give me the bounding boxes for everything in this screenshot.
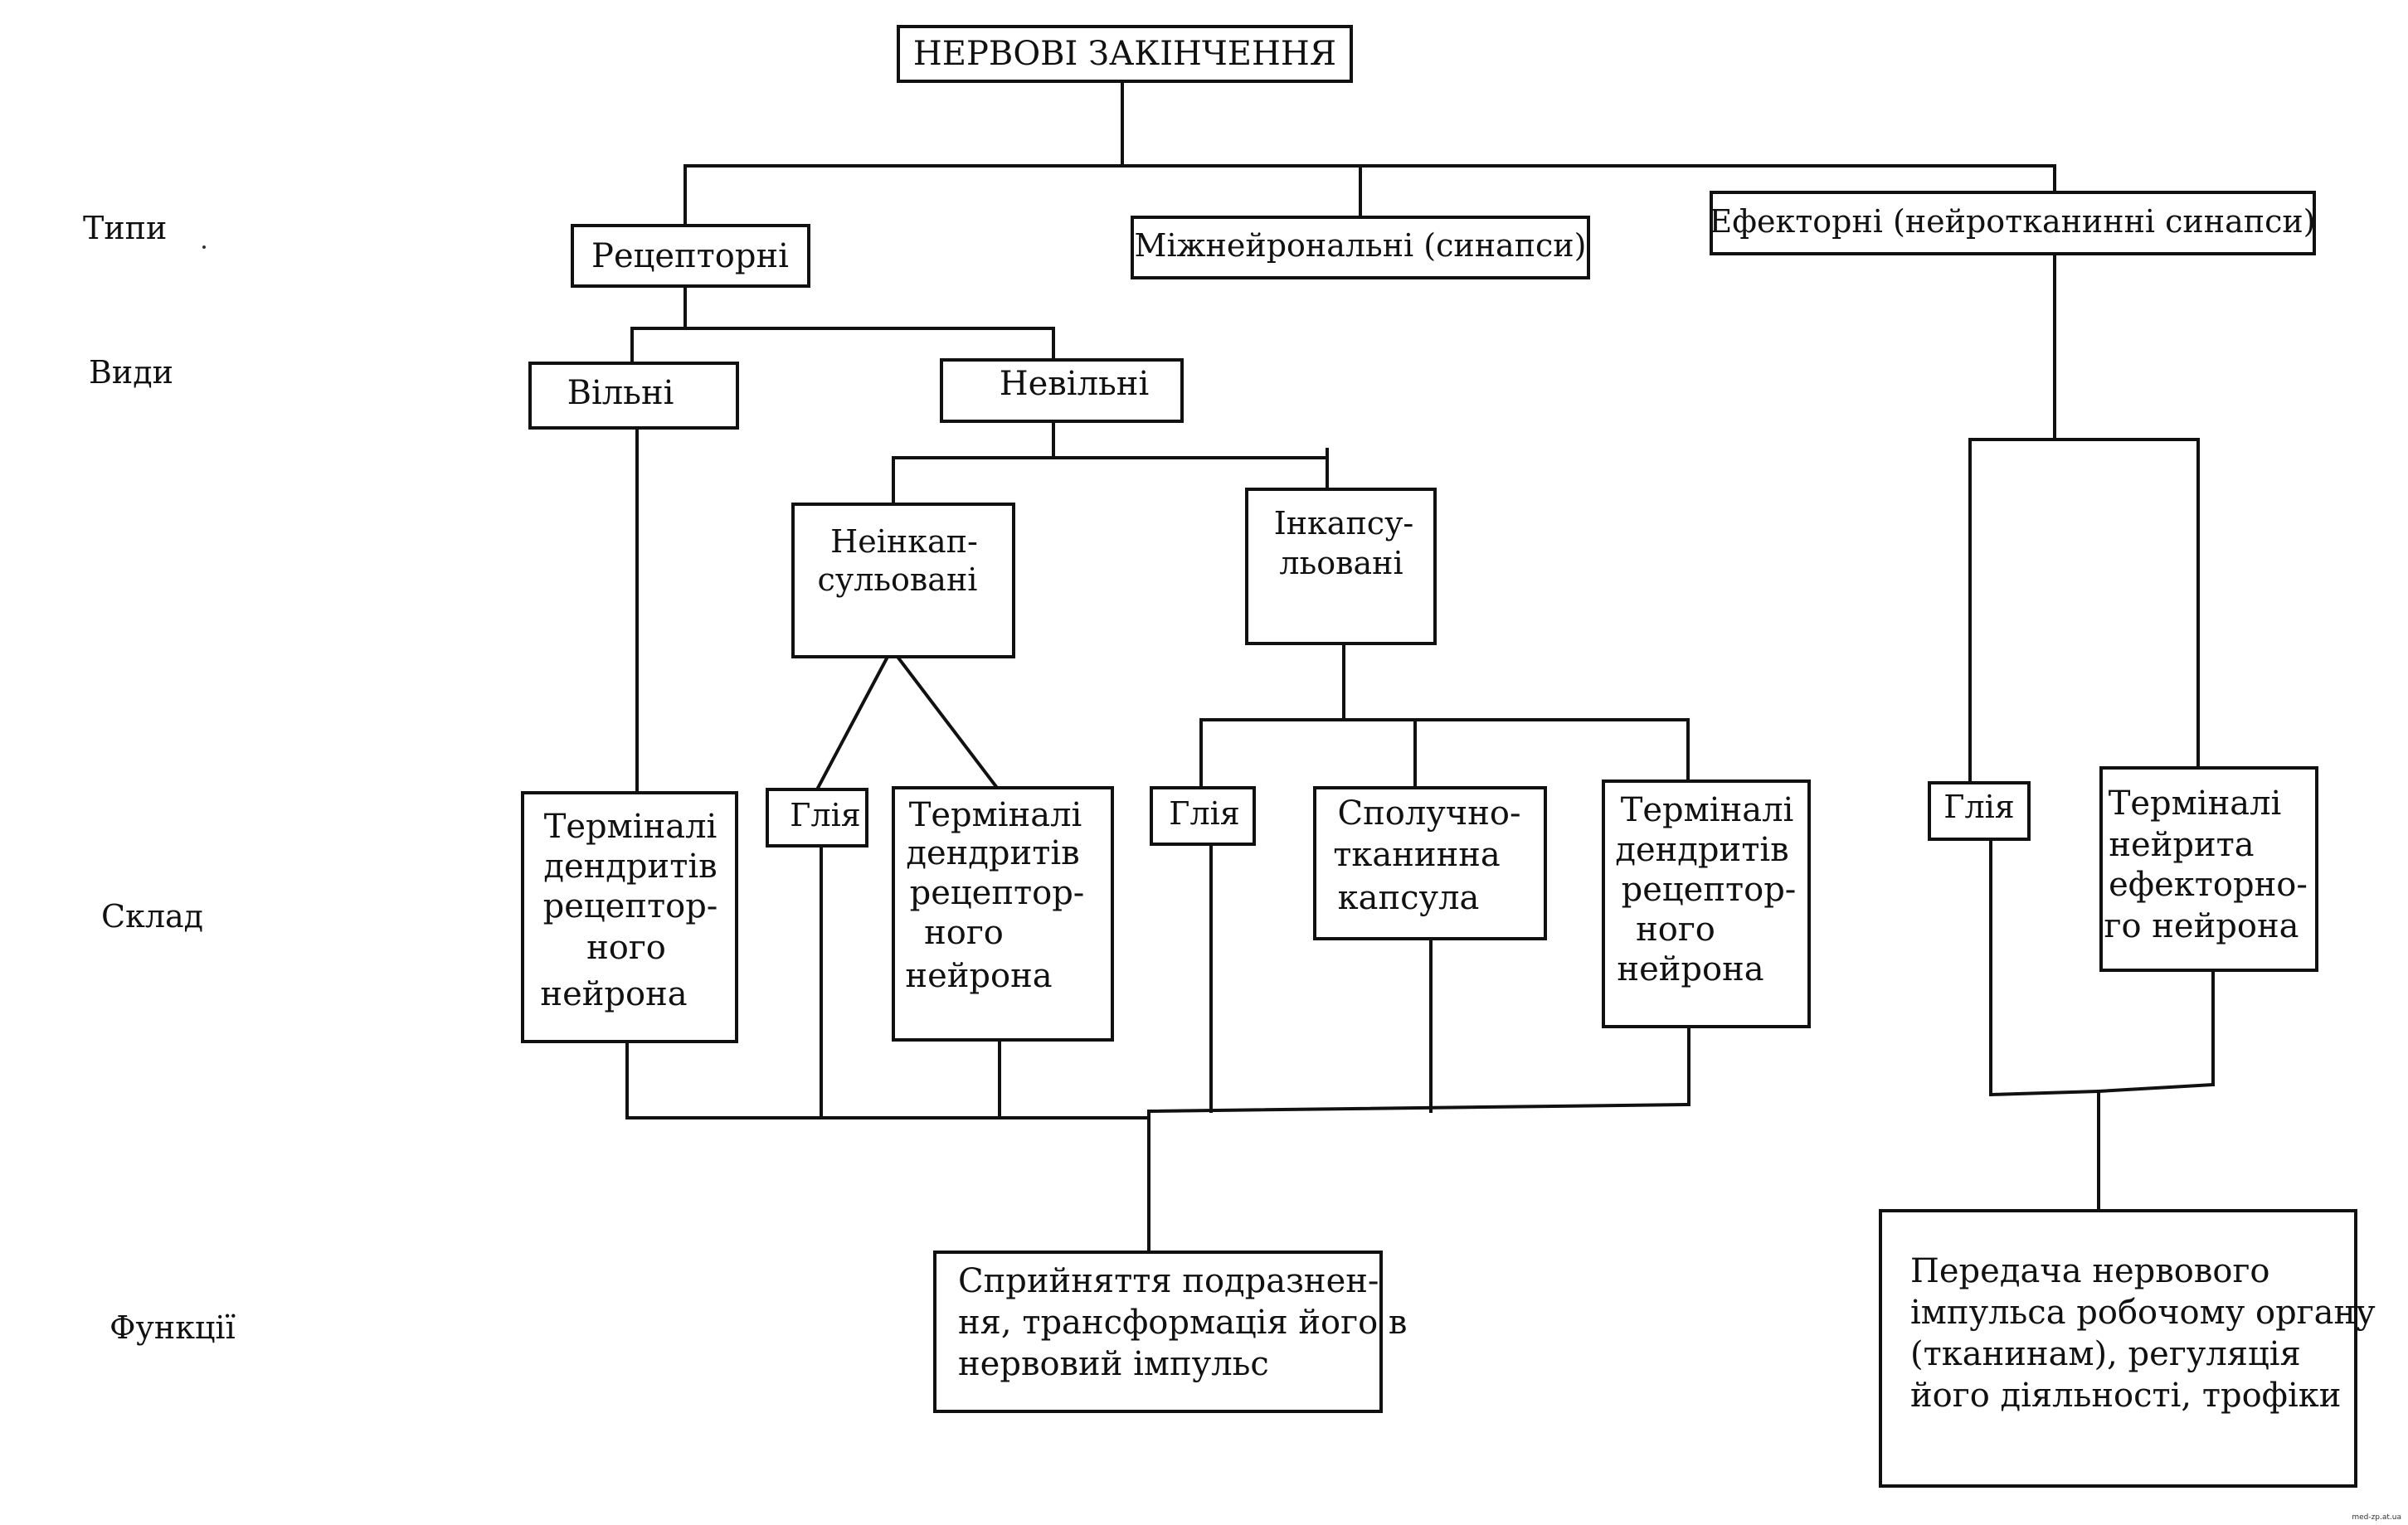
encap-terminals-box: Терміналі дендритів рецептор- ного нейро… <box>1602 779 1811 1028</box>
encap-terminals-line-5: нейрона <box>1617 950 1763 988</box>
effector-function-box: Передача нервового імпульса робочому орг… <box>1879 1209 2376 1488</box>
nonencap-terminals-box: Терміналі дендритів рецептор- ного нейро… <box>892 786 1114 1042</box>
effector-terminals-line-1: Терміналі <box>2109 784 2282 823</box>
scan-dot <box>202 245 206 249</box>
glia-box-3: Глія <box>1928 781 2031 841</box>
effector-terminals-line-2: нейрита <box>2109 826 2254 864</box>
capsule-box: Сполучно- тканинна капсула <box>1313 786 1547 940</box>
effector-function-line-2: імпульса робочому органу <box>1910 1294 2376 1332</box>
glia-label-2: Глія <box>1169 795 1239 832</box>
nonfree-box: Невільні <box>940 358 1184 423</box>
nonencap-terminals-line-4: ного <box>924 914 1004 952</box>
glia-label-3: Глія <box>1943 789 2014 825</box>
free-label: Вільні <box>567 374 674 412</box>
nonencap-terminals-line-2: дендритів <box>906 834 1079 872</box>
interneuronal-box: Міжнейрональні (синапси) <box>1131 216 1590 279</box>
free-terminals-line-4: ного <box>586 929 666 967</box>
row-label-functions: Функції <box>109 1309 236 1346</box>
free-terminals-box: Терміналі дендритів рецептор- ного нейро… <box>521 791 738 1043</box>
free-box: Вільні <box>528 362 739 430</box>
nonencapsulated-box: Неінкап- сульовані <box>791 503 1015 658</box>
row-label-types: Типи <box>83 210 167 246</box>
encap-terminals-line-2: дендритів <box>1615 831 1788 869</box>
nonencap-terminals-line-5: нейрона <box>905 957 1052 995</box>
free-terminals-line-5: нейрона <box>540 975 687 1013</box>
effector-terminals-line-3: ефекторно- <box>2109 866 2308 904</box>
free-terminals-line-1: Терміналі <box>544 808 718 846</box>
receptor-function-line-1: Сприйняття подразнен- <box>958 1262 1379 1300</box>
nonencapsulated-line-2: сульовані <box>818 561 978 598</box>
effector-function-line-4: його діяльності, трофіки <box>1910 1377 2341 1415</box>
glia-label-1: Глія <box>790 797 860 833</box>
interneuronal-label: Міжнейрональні (синапси) <box>1135 227 1587 264</box>
receptor-function-line-3: нервовий імпульс <box>958 1345 1269 1383</box>
watermark: med-zp.at.ua <box>2352 1513 2401 1522</box>
effector-terminals-line-4: го нейрона <box>2104 907 2299 945</box>
encap-terminals-line-4: ного <box>1636 911 1715 949</box>
row-label-kinds: Види <box>89 354 173 391</box>
glia-box-1: Глія <box>766 788 868 847</box>
glia-box-2: Глія <box>1150 786 1256 846</box>
free-terminals-line-2: дендритів <box>543 847 717 886</box>
receptor-function-box: Сприйняття подразнен- ня, трансформація … <box>933 1251 1407 1413</box>
nonencap-terminals-line-3: рецептор- <box>910 874 1085 912</box>
capsule-line-2: тканинна <box>1333 836 1500 874</box>
capsule-line-3: капсула <box>1338 879 1480 917</box>
row-label-composition: Склад <box>101 898 203 935</box>
receptor-function-line-2: ня, трансформація його в <box>958 1304 1407 1342</box>
nonfree-label: Невільні <box>1000 365 1150 403</box>
capsule-line-1: Сполучно- <box>1338 794 1521 833</box>
encapsulated-line-2: льовані <box>1279 545 1403 581</box>
receptor-box: Рецепторні <box>571 224 810 288</box>
title-box: НЕРВОВІ ЗАКІНЧЕННЯ <box>897 25 1353 83</box>
nonencapsulated-line-1: Неінкап- <box>830 523 978 560</box>
nonencap-terminals-line-1: Терміналі <box>909 796 1082 834</box>
effector-label: Ефекторні (нейротканинні синапси) <box>1710 203 2316 240</box>
receptor-label: Рецепторні <box>591 237 789 275</box>
encap-terminals-line-3: рецептор- <box>1622 871 1797 909</box>
row-labels: Типи Види Склад Функції <box>83 210 236 1346</box>
effector-function-line-1: Передача нервового <box>1910 1252 2270 1290</box>
effector-function-line-3: (тканинам), регуляція <box>1910 1335 2301 1373</box>
connectors <box>625 80 2216 1254</box>
encapsulated-box: Інкапсу- льовані <box>1245 488 1437 645</box>
free-terminals-line-3: рецептор- <box>543 887 718 925</box>
effector-box: Ефекторні (нейротканинні синапси) <box>1710 191 2316 255</box>
title-text: НЕРВОВІ ЗАКІНЧЕННЯ <box>913 35 1336 73</box>
encap-terminals-line-1: Терміналі <box>1621 791 1794 829</box>
effector-terminals-box: Терміналі нейрита ефекторно- го нейрона <box>2099 766 2318 972</box>
encapsulated-line-1: Інкапсу- <box>1274 505 1414 542</box>
